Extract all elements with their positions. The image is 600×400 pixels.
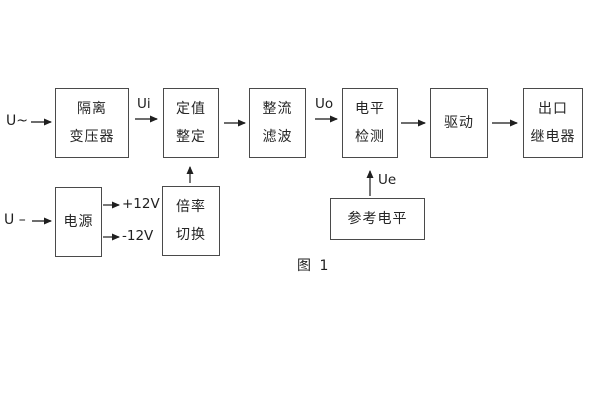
block-label: 切换: [176, 227, 206, 243]
block-setting-adjust: 定值 整定: [163, 88, 219, 158]
block-label: 电源: [63, 214, 94, 230]
block-label: 整流: [262, 101, 293, 117]
ui-signal-label: Ui: [137, 96, 151, 112]
block-label: 滤波: [262, 129, 293, 145]
block-label: 倍率: [176, 199, 206, 215]
block-label: 定值: [176, 101, 206, 117]
block-drive: 驱动: [430, 88, 488, 158]
ue-signal-label: Ue: [378, 172, 397, 188]
block-ratio-switch: 倍率 切换: [162, 186, 220, 256]
block-level-detect: 电平 检测: [342, 88, 398, 158]
dc-input-label: U –: [4, 212, 26, 228]
plus-12v-label: +12V: [122, 196, 160, 212]
block-label: 驱动: [444, 115, 474, 131]
figure-caption: 图 1: [297, 258, 331, 274]
block-label: 隔离: [77, 101, 107, 117]
minus-12v-label: -12V: [122, 228, 154, 244]
block-label: 检测: [355, 129, 385, 145]
block-isolation-transformer: 隔离 变压器: [55, 88, 129, 158]
block-label: 变压器: [69, 129, 115, 145]
uo-signal-label: Uo: [315, 96, 334, 112]
block-label: 参考电平: [347, 211, 408, 227]
block-rectify-filter: 整流 滤波: [249, 88, 306, 158]
block-label: 电平: [355, 101, 385, 117]
block-label: 整定: [176, 129, 206, 145]
block-output-relay: 出口 继电器: [523, 88, 583, 158]
block-label: 继电器: [530, 129, 576, 145]
block-reference-level: 参考电平: [330, 198, 425, 240]
block-power-supply: 电源: [55, 187, 102, 257]
ac-input-label: U~: [6, 113, 28, 129]
block-label: 出口: [538, 101, 568, 117]
